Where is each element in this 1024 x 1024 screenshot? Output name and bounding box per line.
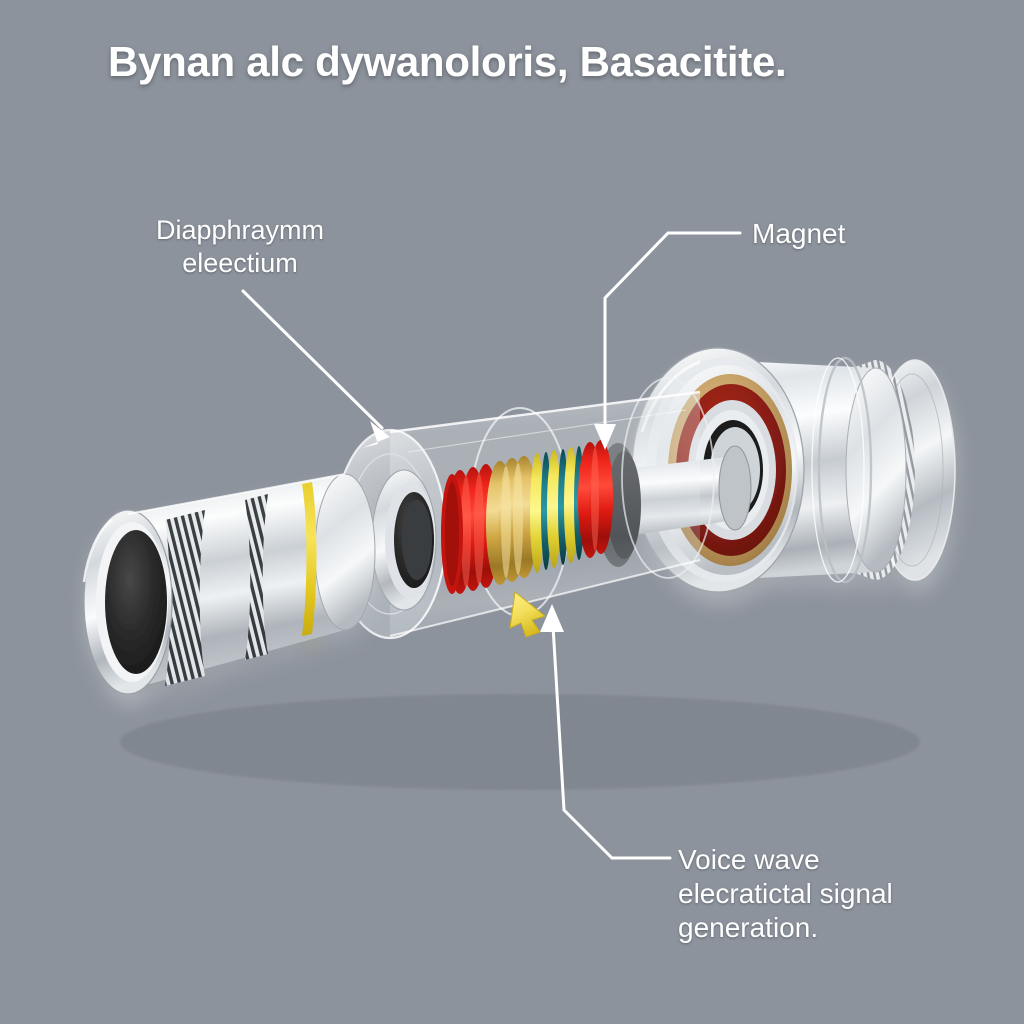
callout-label-magnet: Magnet bbox=[752, 218, 846, 249]
coil-striped bbox=[530, 446, 584, 573]
leader-diaphragm bbox=[241, 289, 384, 430]
signal-flow-arrow bbox=[509, 591, 547, 638]
grille-aperture bbox=[105, 530, 167, 674]
ribbed-band-inner bbox=[245, 494, 268, 660]
ribbed-band-outer bbox=[165, 510, 205, 686]
leader-magnet bbox=[603, 231, 742, 434]
callout-leaders bbox=[241, 231, 742, 860]
diaphragm-assembly bbox=[371, 469, 437, 611]
arrowhead-magnet bbox=[594, 424, 616, 450]
voice-coil bbox=[441, 440, 613, 594]
callout-label-diaphragm: Diapphraymm eleectium bbox=[155, 215, 325, 278]
callout-arrowheads bbox=[362, 421, 616, 632]
drop-shadow bbox=[120, 694, 920, 790]
page-title: Bynan alc dywanoloris, Basacitite. bbox=[108, 38, 787, 85]
arrowhead-diaphragm bbox=[362, 421, 390, 448]
grille-barrel bbox=[82, 473, 376, 695]
callout-label-voice-wave: Voice wave elecratictal signal generatio… bbox=[678, 844, 893, 944]
arrowhead-voice-wave bbox=[540, 604, 564, 632]
leader-voice-wave bbox=[551, 624, 672, 860]
coil-red-rear bbox=[578, 440, 613, 558]
yellow-band bbox=[302, 482, 317, 636]
